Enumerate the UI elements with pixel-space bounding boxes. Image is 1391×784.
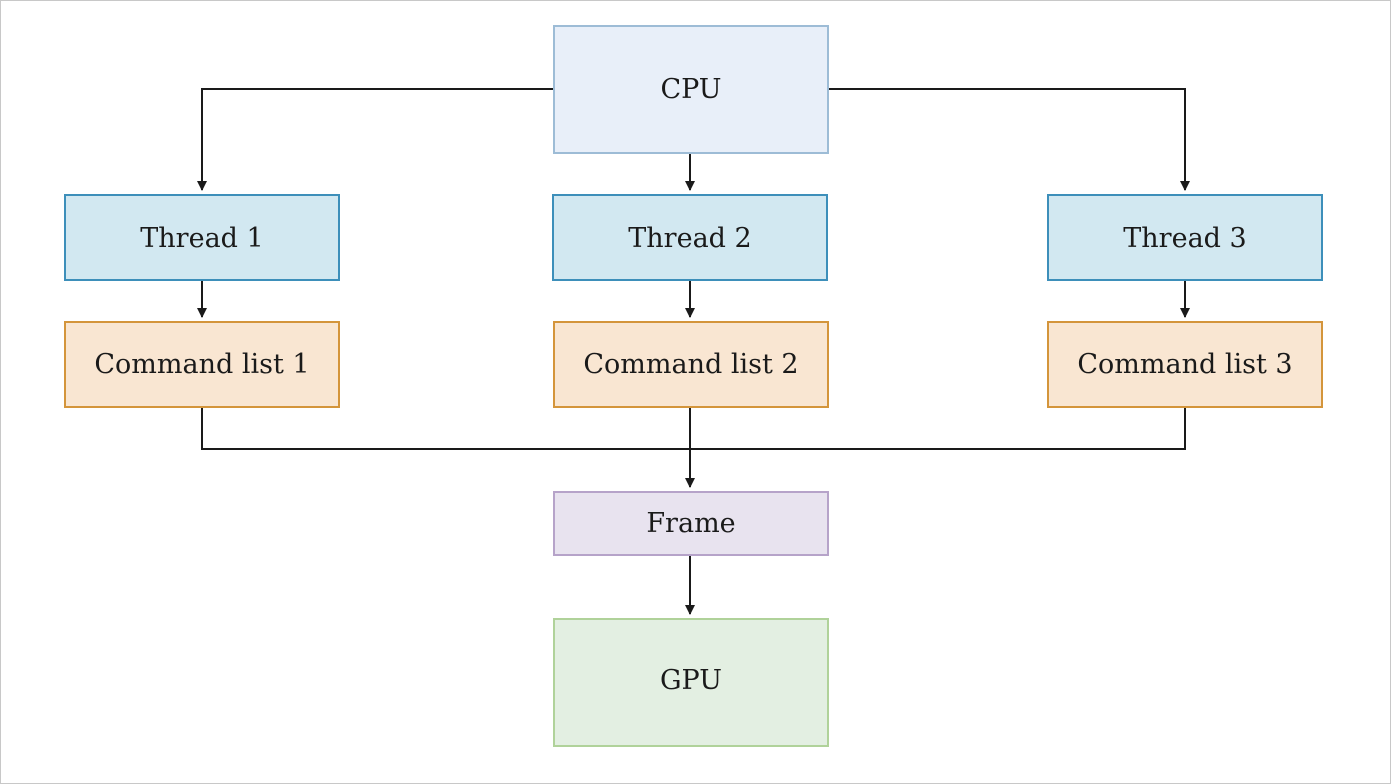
node-thread3-label: Thread 3	[1123, 223, 1246, 254]
edge-cmdlist3-frame	[690, 407, 1186, 450]
node-gpu-label: GPU	[660, 665, 722, 696]
node-frame-label: Frame	[646, 508, 735, 539]
node-thread3: Thread 3	[1047, 194, 1323, 281]
node-thread2-label: Thread 2	[628, 223, 751, 254]
node-cmdlist3: Command list 3	[1047, 321, 1323, 408]
node-cmdlist1-label: Command list 1	[94, 349, 309, 380]
node-frame: Frame	[553, 491, 829, 556]
node-gpu: GPU	[553, 618, 829, 747]
edge-cpu-thread3	[828, 88, 1190, 191]
edge-cpu-thread1	[197, 88, 553, 191]
node-cpu: CPU	[553, 25, 829, 154]
node-thread1: Thread 1	[64, 194, 340, 281]
node-cmdlist2: Command list 2	[553, 321, 829, 408]
nodes-group: CPU Thread 1 Thread 2 Thread 3 Command l…	[64, 25, 1323, 747]
edge-cmdlist1-frame	[201, 407, 690, 450]
node-thread1-label: Thread 1	[140, 223, 263, 254]
node-cpu-label: CPU	[660, 74, 721, 105]
node-thread2: Thread 2	[552, 194, 828, 281]
node-cmdlist2-label: Command list 2	[583, 349, 798, 380]
edges-group	[197, 88, 1190, 615]
node-cmdlist1: Command list 1	[64, 321, 340, 408]
node-cmdlist3-label: Command list 3	[1077, 349, 1292, 380]
